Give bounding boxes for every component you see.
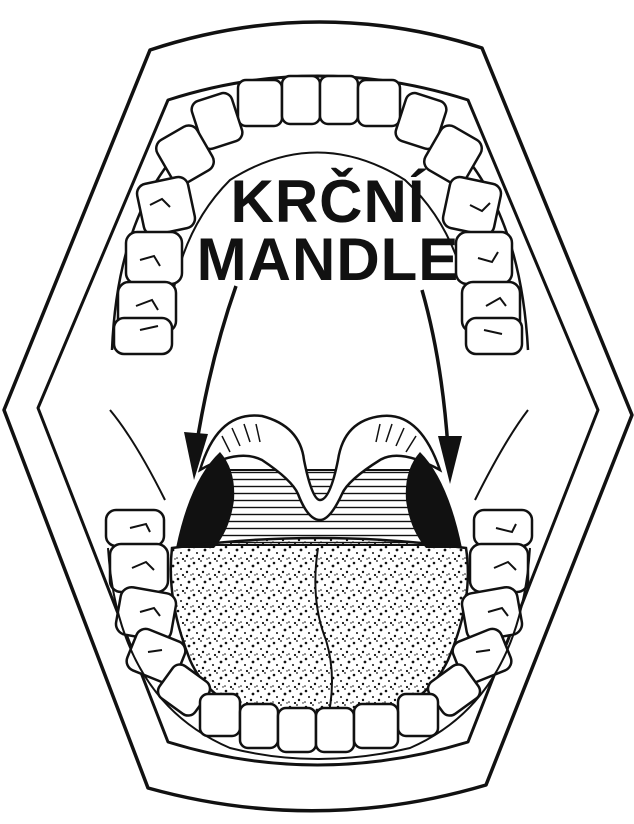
- lower-tooth: [470, 544, 528, 592]
- lower-tooth: [474, 510, 532, 546]
- upper-tooth: [238, 80, 282, 126]
- upper-tooth: [320, 76, 358, 124]
- lower-tooth: [106, 510, 164, 546]
- lower-tooth: [200, 694, 240, 736]
- upper-tooth: [114, 318, 172, 354]
- upper-tooth: [282, 76, 320, 124]
- upper-tooth: [135, 175, 197, 237]
- lower-tooth: [398, 694, 438, 736]
- lower-tooth: [110, 544, 168, 592]
- lower-tooth: [354, 704, 398, 748]
- lower-tooth: [240, 704, 278, 748]
- label-line-1: KRČNÍ: [231, 168, 426, 235]
- upper-tooth: [466, 318, 522, 354]
- lower-tooth: [278, 708, 316, 752]
- upper-tooth: [126, 232, 182, 284]
- upper-tooth: [358, 80, 400, 126]
- upper-tooth: [456, 232, 512, 284]
- label-line-2: MANDLE: [197, 226, 460, 293]
- lower-tooth: [316, 708, 354, 752]
